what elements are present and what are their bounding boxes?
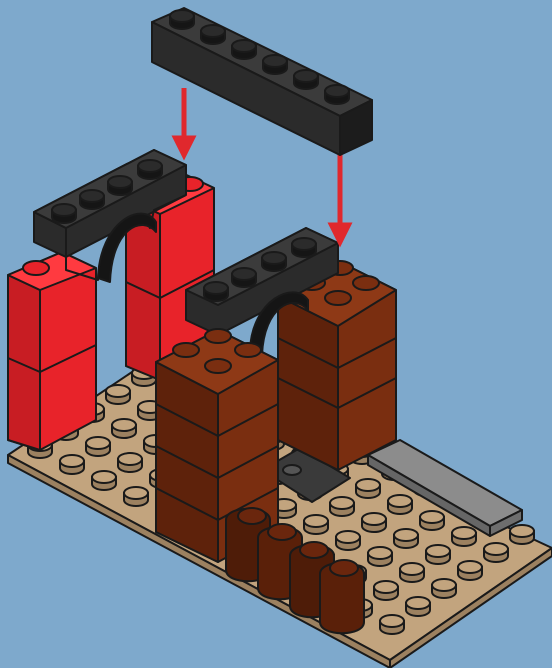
- stud: [426, 545, 450, 564]
- stud: [484, 543, 508, 562]
- stud: [420, 511, 444, 530]
- stud: [394, 529, 418, 548]
- stud: [108, 176, 132, 195]
- stud: [325, 85, 349, 104]
- stud: [112, 419, 136, 438]
- stud: [201, 25, 225, 44]
- stud: [368, 547, 392, 566]
- stud: [458, 561, 482, 580]
- stud: [380, 615, 404, 634]
- stud: [232, 40, 256, 59]
- stud: [263, 55, 287, 74]
- stud: [118, 453, 142, 472]
- stud: [60, 455, 84, 474]
- stud: [86, 437, 110, 456]
- stud: [262, 252, 286, 271]
- stud: [232, 268, 256, 287]
- stud: [362, 513, 386, 532]
- stud: [292, 238, 316, 257]
- stud: [304, 515, 328, 534]
- stud: [80, 190, 104, 209]
- stud: [52, 204, 76, 223]
- stud: [124, 487, 148, 506]
- stud: [452, 527, 476, 546]
- stud: [406, 597, 430, 616]
- stud: [432, 579, 456, 598]
- stud: [510, 525, 534, 544]
- stud: [204, 282, 228, 301]
- stud: [170, 10, 194, 29]
- stud: [336, 531, 360, 550]
- stud: [356, 479, 380, 498]
- stud: [138, 160, 162, 179]
- stud: [330, 497, 354, 516]
- red-brick-column-left: [8, 252, 96, 450]
- stud: [92, 471, 116, 490]
- stud: [388, 495, 412, 514]
- stud: [106, 385, 130, 404]
- stud: [400, 563, 424, 582]
- stud: [294, 70, 318, 89]
- stud: [374, 581, 398, 600]
